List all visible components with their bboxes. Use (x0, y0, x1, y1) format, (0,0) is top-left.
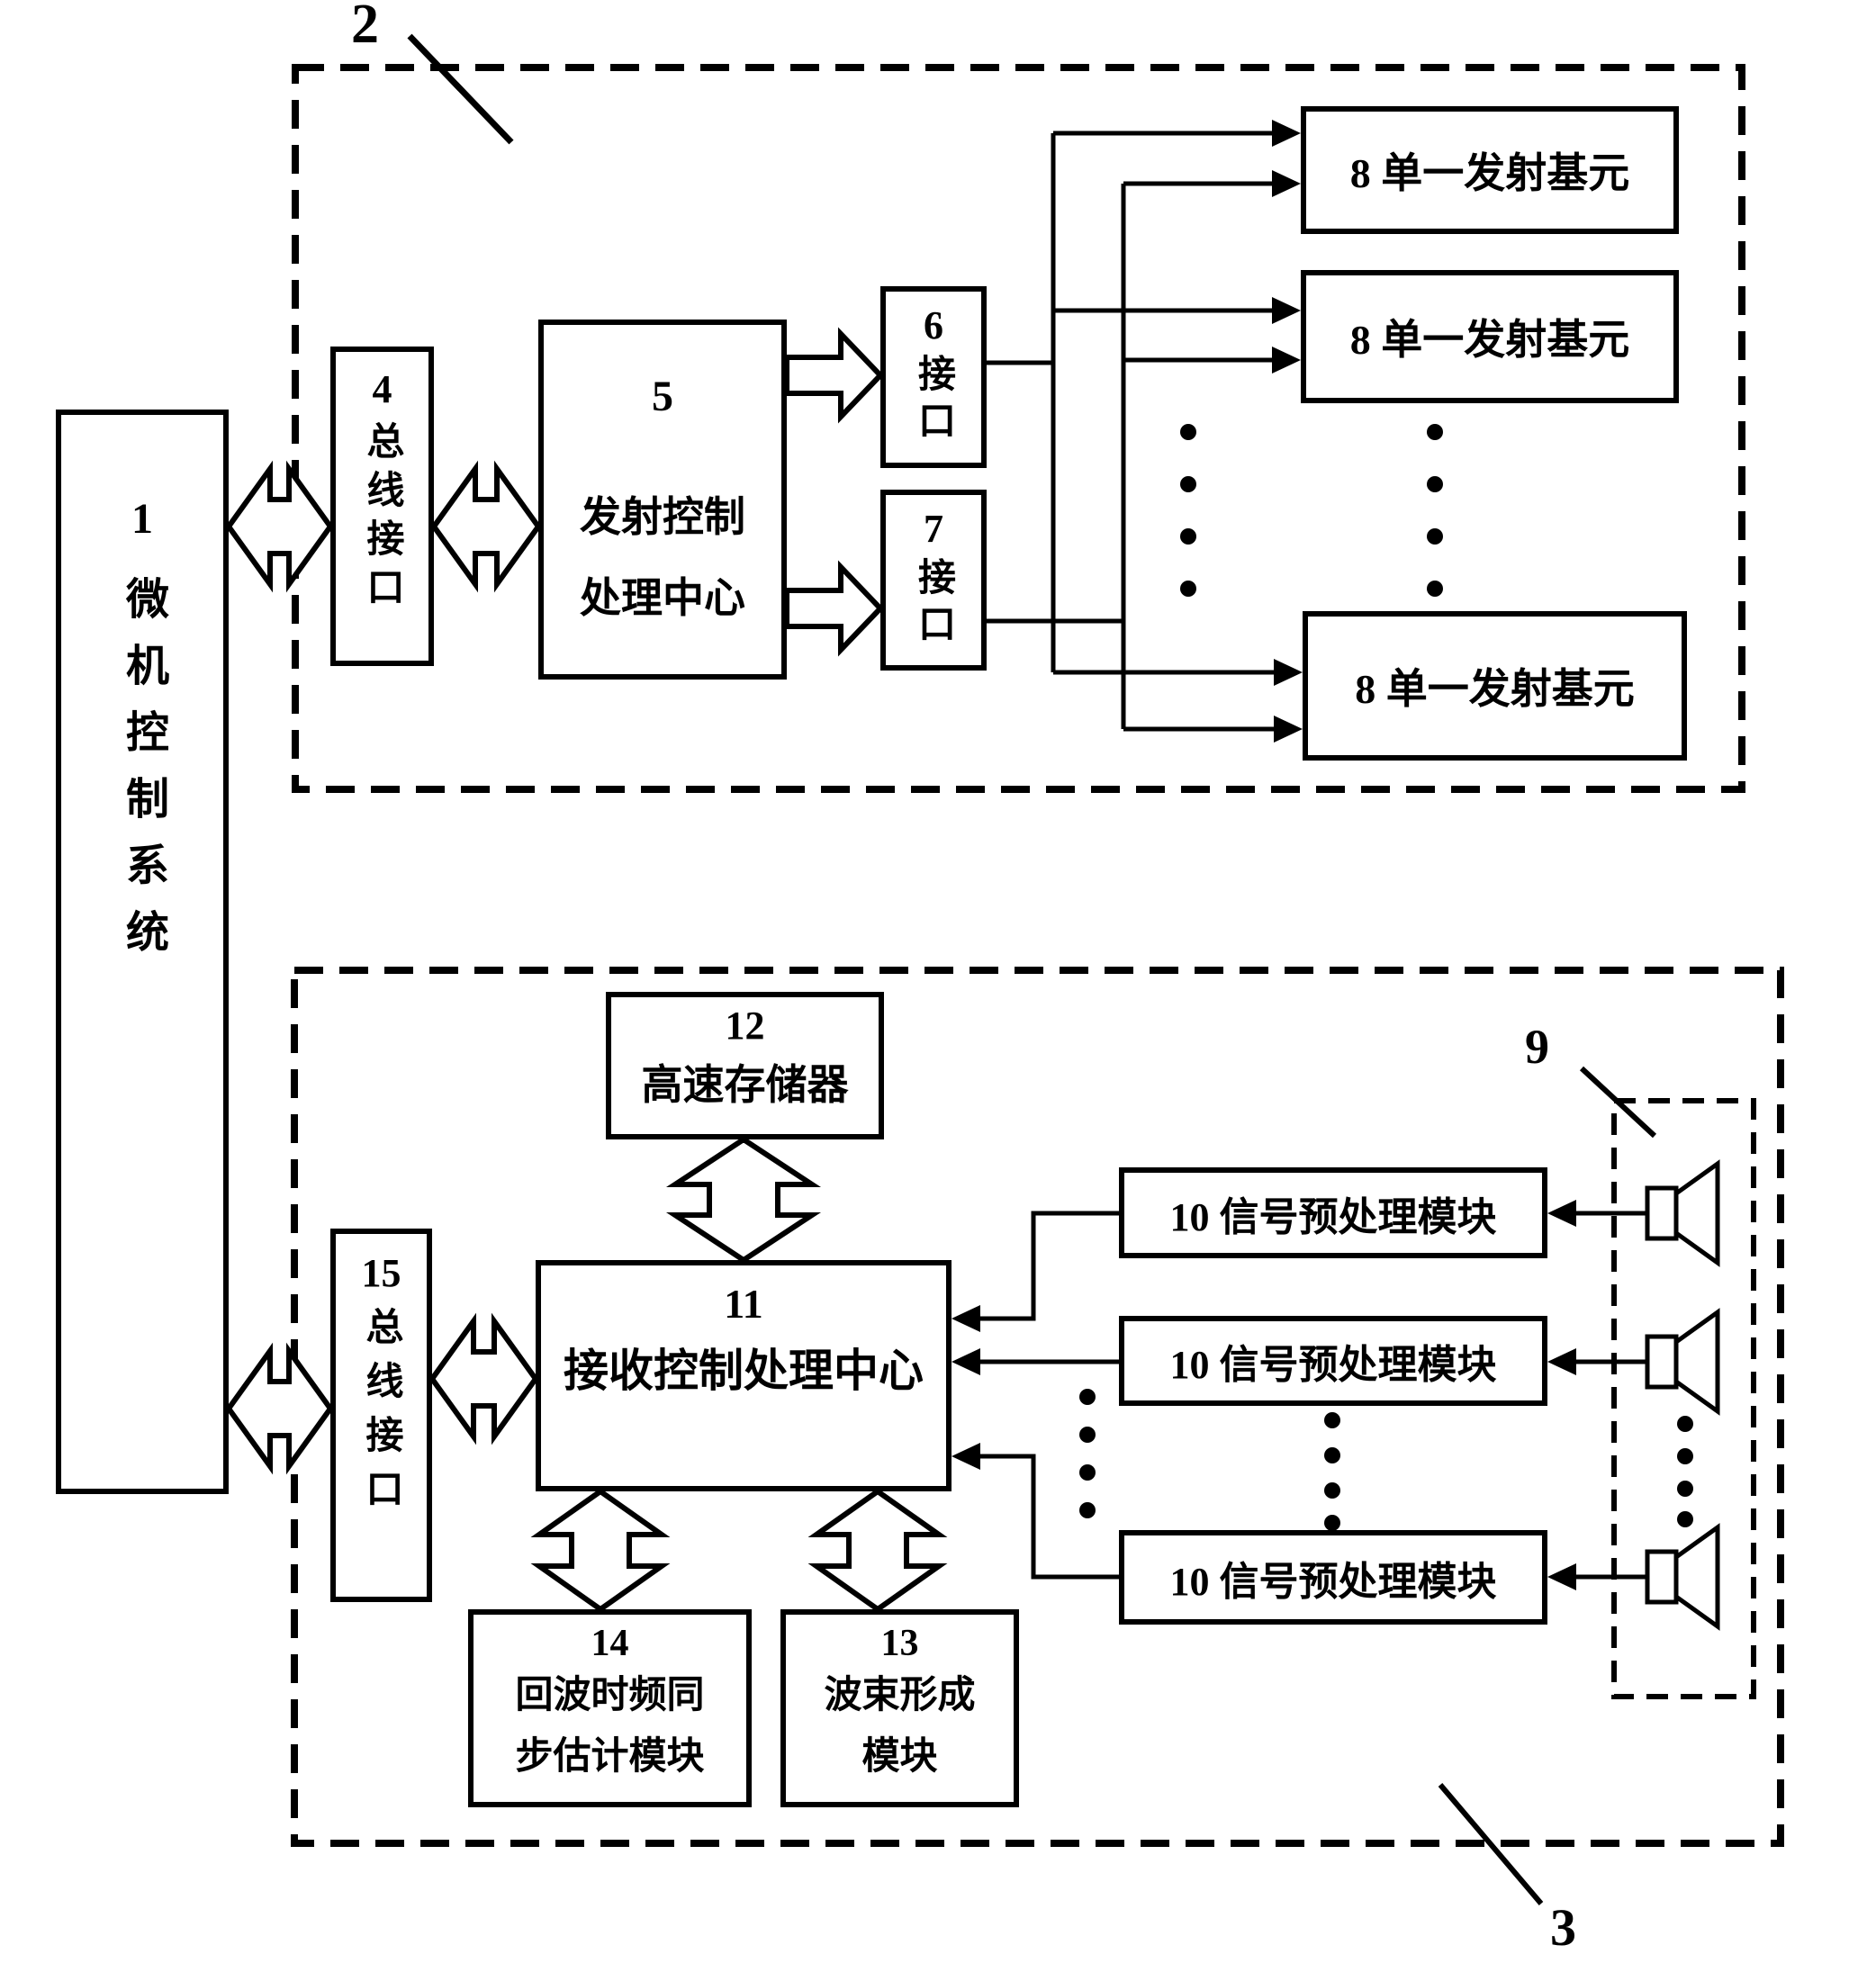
block-number: 6 (924, 303, 943, 347)
block-label: 8 单一发射基元 (1349, 150, 1630, 196)
block-label: 总线接口 (360, 1307, 401, 1523)
block-label: 8 单一发射基元 (1349, 317, 1630, 363)
bus-arrow-11-14 (530, 1488, 671, 1613)
bus-arrow-4-5 (430, 460, 542, 593)
block-label: 10 信号预处理模块 (1169, 1559, 1497, 1604)
block-tx-bus-interface: 4 总线接口 (330, 347, 434, 666)
block-signal-preprocess-3: 10 信号预处理模块 (1119, 1530, 1547, 1625)
tx-arrowheads (1272, 120, 1303, 743)
block-memory: 12 高速存储器 (606, 992, 884, 1139)
label-2-leader-line (407, 33, 514, 145)
block-tx-element-1: 8 单一发射基元 (1301, 106, 1679, 234)
block-beamforming-module: 13 波束形成 模块 (780, 1609, 1019, 1807)
block-label-line1: 波束形成 (824, 1675, 976, 1716)
block-label-line2: 模块 (861, 1736, 938, 1778)
block-label: 10 信号预处理模块 (1169, 1343, 1497, 1387)
rx-arrowheads (952, 1200, 1576, 1590)
block-number: 1 (131, 495, 153, 543)
block-number: 15 (361, 1251, 401, 1295)
label-9-leader-line (1579, 1066, 1657, 1139)
block-number: 5 (652, 373, 673, 420)
block-control-system: 1 微机控制系统 (56, 410, 229, 1494)
arrow-5-7 (784, 560, 885, 657)
block-label: 接口 (912, 557, 954, 651)
block-echo-sync-module: 14 回波时频同 步估计模块 (468, 1609, 752, 1807)
block-label: 高速存储器 (641, 1062, 849, 1108)
label-transmit-subsystem: 2 (351, 0, 379, 55)
rx-module-lines (976, 1211, 1647, 1580)
block-label-line1: 发射控制 (580, 494, 745, 540)
tx-distribution-lines (987, 131, 1282, 732)
block-number: 12 (725, 1004, 765, 1048)
block-signal-preprocess-1: 10 信号预处理模块 (1119, 1167, 1547, 1258)
block-tx-control-center: 5 发射控制 处理中心 (538, 320, 787, 680)
block-number: 7 (924, 507, 943, 551)
block-label: 微机控制系统 (119, 576, 167, 976)
ellipsis-dots (1079, 424, 1693, 1531)
block-label-line1: 回波时频同 (515, 1675, 705, 1716)
transducer-icon (1645, 1159, 1720, 1267)
block-number: 13 (880, 1623, 919, 1664)
bus-arrow-15-11 (428, 1312, 539, 1445)
bus-arrow-12-11 (665, 1136, 822, 1264)
bus-arrow-1-4 (225, 460, 334, 593)
block-label: 接口 (912, 354, 954, 447)
block-number: 11 (724, 1281, 763, 1327)
label-receive-array: 9 (1525, 1020, 1549, 1074)
block-label-line2: 步估计模块 (515, 1736, 705, 1778)
bus-arrow-1-15 (225, 1342, 334, 1475)
block-label: 10 信号预处理模块 (1169, 1194, 1497, 1239)
transmit-subsystem-dashed-border (292, 64, 1745, 793)
block-label-line2: 处理中心 (580, 574, 745, 621)
receive-array-dashed-border (1611, 1098, 1756, 1699)
transducer-icon (1645, 1523, 1720, 1631)
block-signal-preprocess-2: 10 信号预处理模块 (1119, 1316, 1547, 1406)
label-3-leader-line (1438, 1783, 1544, 1905)
block-number: 4 (372, 367, 392, 411)
block-number: 14 (591, 1623, 629, 1664)
block-label: 发射控制 处理中心 (580, 477, 745, 638)
label-receive-subsystem: 3 (1550, 1898, 1576, 1957)
block-rx-control-center: 11 接收控制处理中心 (536, 1260, 952, 1491)
block-tx-element-2: 8 单一发射基元 (1301, 270, 1679, 403)
block-label: 8 单一发射基元 (1355, 666, 1635, 712)
block-label: 接收控制处理中心 (564, 1346, 924, 1396)
block-interface-6: 6 接口 (880, 286, 987, 468)
block-rx-bus-interface: 15 总线接口 (330, 1229, 432, 1602)
arrow-5-6 (784, 327, 885, 424)
block-interface-7: 7 接口 (880, 490, 987, 671)
bus-arrow-11-13 (807, 1488, 948, 1613)
block-tx-element-3: 8 单一发射基元 (1303, 611, 1687, 761)
transducer-icon (1645, 1308, 1720, 1416)
block-label: 总线接口 (361, 421, 402, 616)
